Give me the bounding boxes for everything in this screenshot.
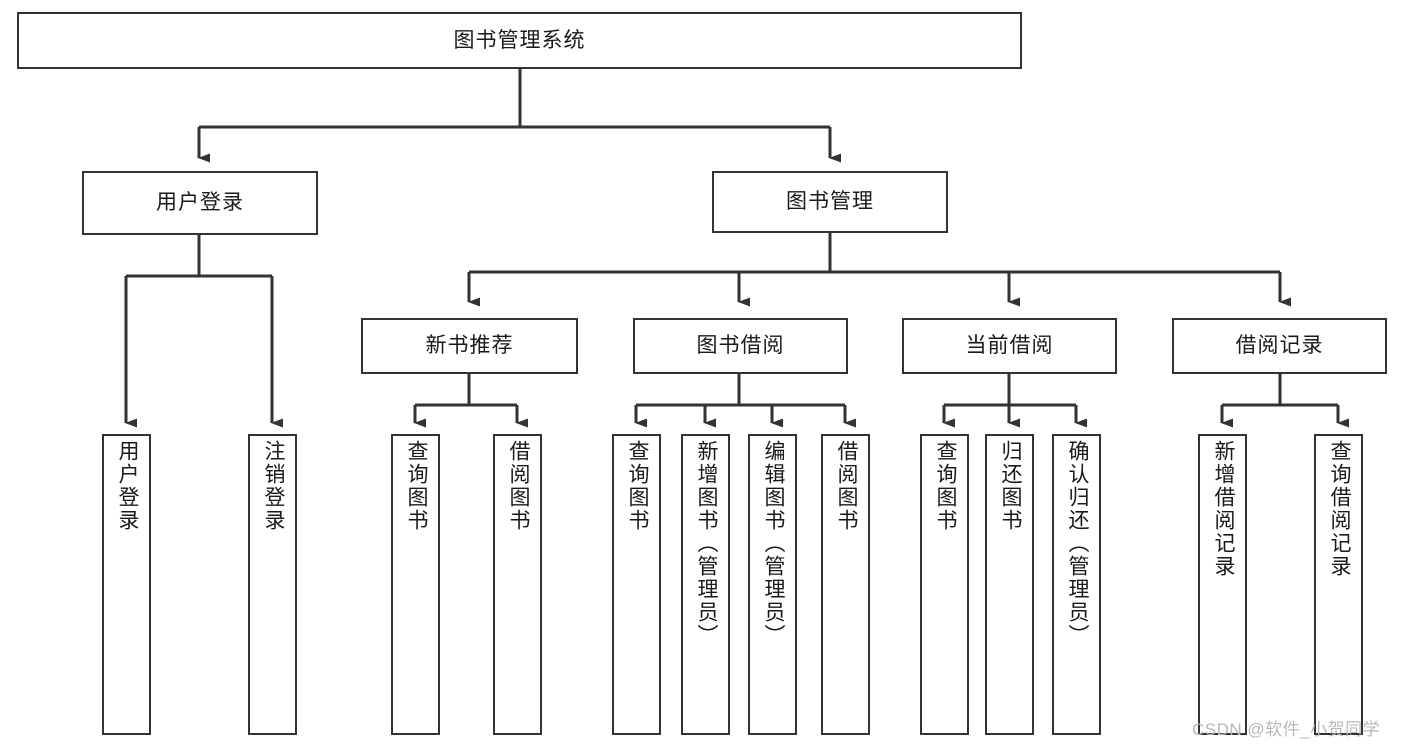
- node-book-borrow[interactable]: 图书借阅: [633, 318, 848, 374]
- leaf-return-book[interactable]: 归还图书: [985, 434, 1034, 735]
- node-borrow-record[interactable]: 借阅记录: [1172, 318, 1387, 374]
- node-book-borrow-label: 图书借阅: [696, 334, 785, 358]
- leaf-add-book-admin[interactable]: 新增图书（管理员）: [681, 434, 730, 735]
- node-borrow-record-label: 借阅记录: [1235, 334, 1324, 358]
- node-root[interactable]: 图书管理系统: [17, 12, 1022, 69]
- csdn-watermark: CSDN @软件_小贺同学: [1192, 720, 1381, 739]
- leaf-query-book-recommend-label: 查询图书: [404, 440, 428, 532]
- leaf-query-borrow-record-label: 查询借阅记录: [1327, 440, 1351, 578]
- leaf-query-borrow-record[interactable]: 查询借阅记录: [1314, 434, 1363, 735]
- leaf-add-book-admin-label: 新增图书（管理员）: [694, 440, 718, 647]
- leaf-add-borrow-record-label: 新增借阅记录: [1211, 440, 1235, 578]
- leaf-borrow-book-recommend-label: 借阅图书: [506, 440, 530, 532]
- leaf-add-borrow-record[interactable]: 新增借阅记录: [1198, 434, 1247, 735]
- node-root-label: 图书管理系统: [453, 28, 586, 52]
- leaf-borrow-book-recommend[interactable]: 借阅图书: [493, 434, 542, 735]
- leaf-query-book-current-label: 查询图书: [933, 440, 957, 532]
- leaf-borrow-book[interactable]: 借阅图书: [821, 434, 870, 735]
- leaf-logout[interactable]: 注销登录: [248, 434, 297, 735]
- node-current-borrow[interactable]: 当前借阅: [902, 318, 1117, 374]
- leaf-user-login[interactable]: 用户登录: [102, 434, 151, 735]
- node-user-login[interactable]: 用户登录: [82, 171, 318, 235]
- leaf-confirm-return-admin-label: 确认归还（管理员）: [1065, 440, 1089, 647]
- leaf-return-book-label: 归还图书: [998, 440, 1022, 532]
- leaf-logout-label: 注销登录: [261, 440, 285, 532]
- leaf-query-book-borrow[interactable]: 查询图书: [612, 434, 661, 735]
- node-new-book-recommend-label: 新书推荐: [425, 334, 514, 358]
- leaf-query-book-recommend[interactable]: 查询图书: [391, 434, 440, 735]
- leaf-edit-book-admin[interactable]: 编辑图书（管理员）: [748, 434, 797, 735]
- leaf-confirm-return-admin[interactable]: 确认归还（管理员）: [1052, 434, 1101, 735]
- leaf-query-book-borrow-label: 查询图书: [625, 440, 649, 532]
- node-current-borrow-label: 当前借阅: [965, 334, 1054, 358]
- node-new-book-recommend[interactable]: 新书推荐: [361, 318, 578, 374]
- leaf-user-login-label: 用户登录: [115, 440, 139, 532]
- node-book-management-label: 图书管理: [786, 190, 874, 214]
- leaf-borrow-book-label: 借阅图书: [834, 440, 858, 532]
- node-book-management[interactable]: 图书管理: [712, 171, 948, 233]
- leaf-query-book-current[interactable]: 查询图书: [920, 434, 969, 735]
- node-user-login-label: 用户登录: [156, 191, 244, 215]
- leaf-edit-book-admin-label: 编辑图书（管理员）: [761, 440, 785, 647]
